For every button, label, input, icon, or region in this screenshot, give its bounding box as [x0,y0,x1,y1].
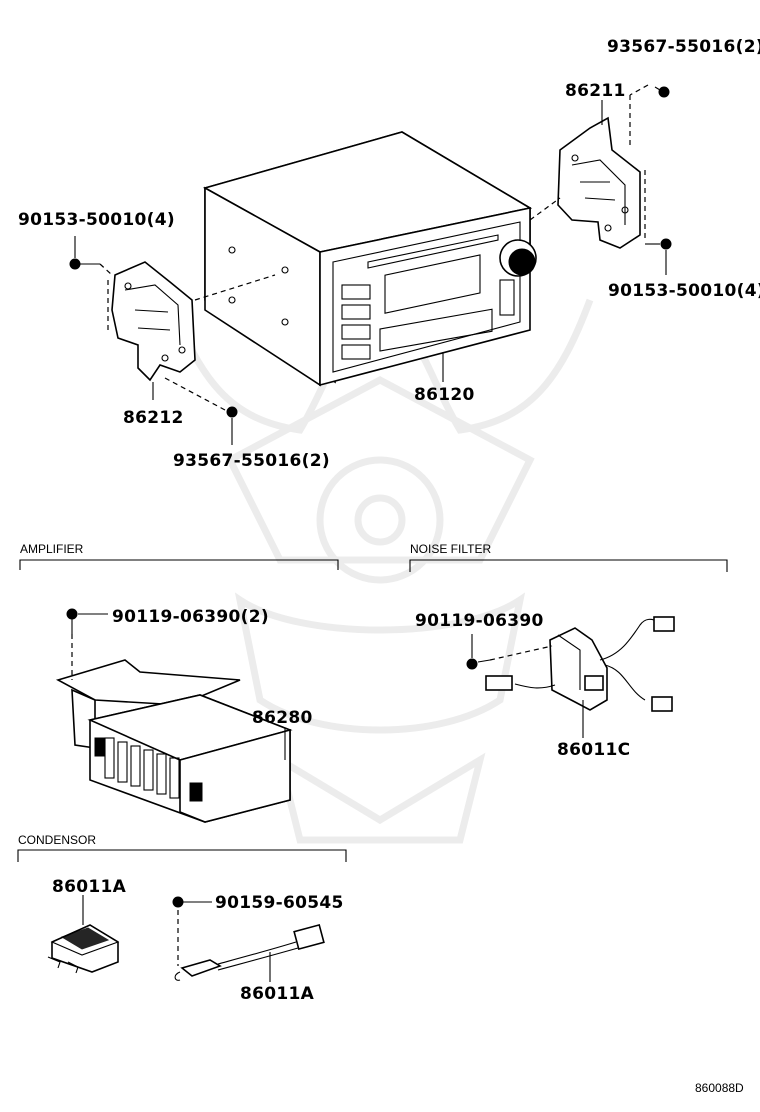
label-amplifier: 86280 [252,708,313,728]
section-title-amplifier: AMPLIFIER [20,542,84,556]
label-bracket-right: 86211 [565,81,626,101]
label-condensor-left: 86011A [52,877,127,897]
label-screw-left: 90153-50010(4) [18,210,175,230]
section-bracket-noise-filter [409,559,728,572]
label-screw-right: 90153-50010(4) [608,281,760,301]
section-bracket-amplifier [19,559,339,570]
right-bracket [529,95,646,249]
amplifier-unit [55,659,293,823]
label-bracket-left: 86212 [123,408,184,428]
label-bolt-top-right: 93567-55016(2) [607,37,760,57]
diagram-code: 860088D [695,1081,744,1095]
amplifier-fins [104,737,180,799]
section-bracket-condensor [17,849,347,862]
bolt-icon-bottom-left [226,406,238,445]
section-title-noise-filter: NOISE FILTER [410,542,491,556]
label-condensor-screw: 90159-60545 [215,893,344,913]
label-nf-screw: 90119-06390 [415,611,544,631]
screw-icon-right [645,238,672,275]
noise-filter-unit [485,616,675,738]
screw-icon-amplifier [66,608,108,680]
label-condensor-right: 86011A [240,984,315,1004]
condensor-block [47,895,120,974]
label-amp-screw: 90119-06390(2) [112,607,269,627]
bolt-icon-top-right [629,84,670,98]
left-bracket [107,261,276,411]
condensor-wired [174,923,325,982]
screw-icon-left [69,236,113,276]
label-noise-filter: 86011C [557,740,630,760]
section-title-condensor: CONDENSOR [18,833,96,847]
screw-icon-condensor [172,896,212,966]
label-radio: 86120 [414,385,475,405]
label-bolt-bottom-left: 93567-55016(2) [173,451,330,471]
screw-icon-noise-filter [466,634,553,670]
radio-head-unit [202,131,537,387]
